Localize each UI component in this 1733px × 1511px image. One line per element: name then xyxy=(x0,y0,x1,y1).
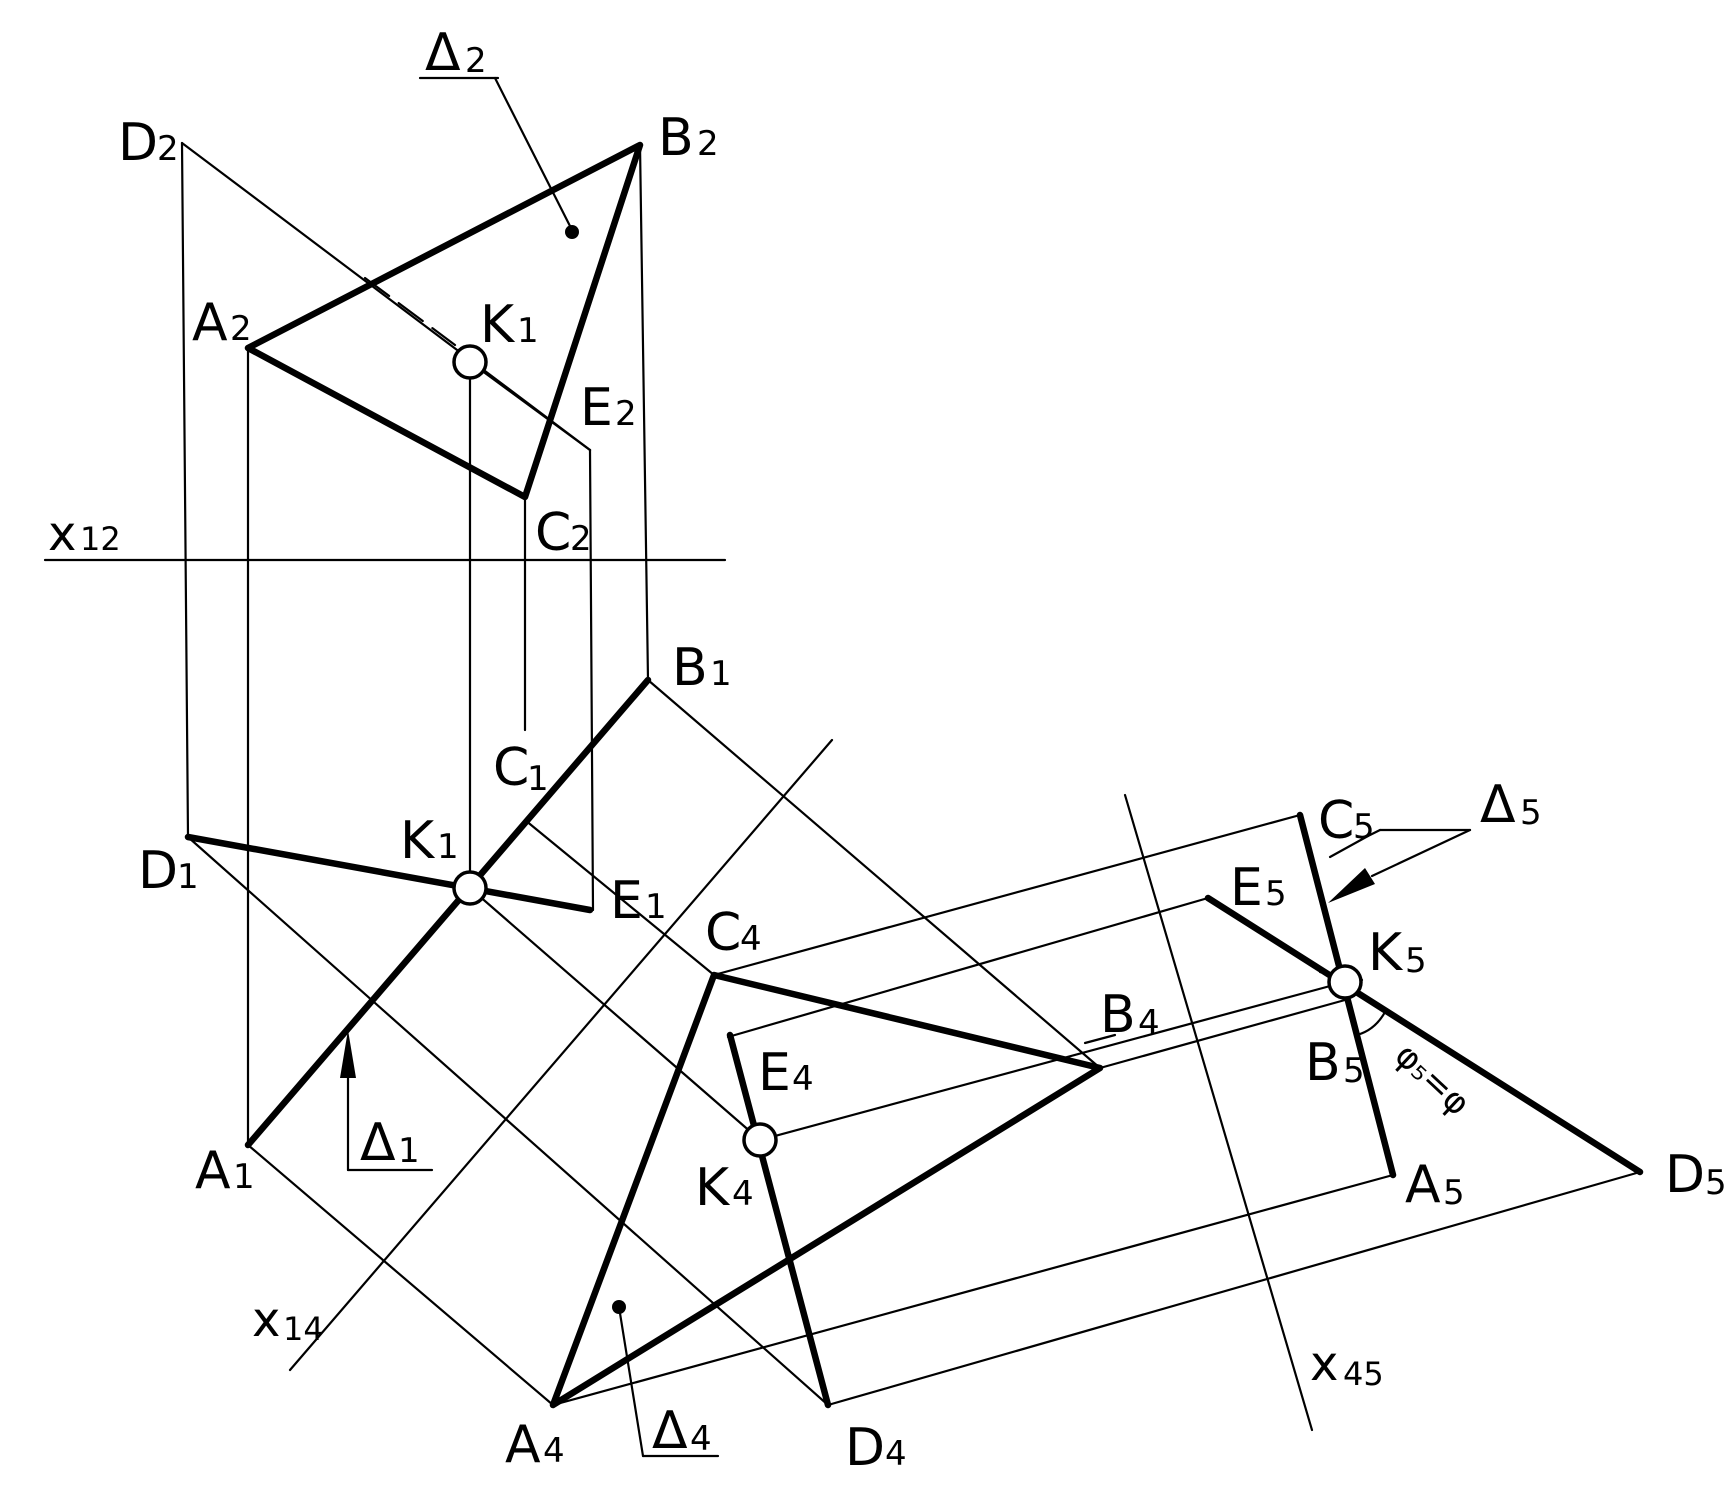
label-E5-sub: 5 xyxy=(1265,874,1287,914)
angle-label: φ₅=φ xyxy=(1387,1035,1478,1124)
label-C2-sub: 2 xyxy=(570,519,592,559)
label-D1-sub: 1 xyxy=(177,857,199,897)
label-K1: K xyxy=(400,811,436,871)
point-K4 xyxy=(742,1122,778,1158)
delta1-sub: 1 xyxy=(398,1131,420,1171)
axis-x14-sub: 14 xyxy=(283,1310,324,1348)
label-B4: B xyxy=(1100,985,1136,1045)
delta4-sub: 4 xyxy=(690,1419,712,1459)
label-A2: A xyxy=(192,293,228,353)
axis-x45 xyxy=(1123,793,1314,1432)
label-A4-sub: 4 xyxy=(543,1431,565,1471)
label-B5-sub: 5 xyxy=(1343,1051,1365,1091)
angle-arc xyxy=(1355,1010,1387,1037)
label-E1-sub: 1 xyxy=(645,887,667,927)
point-K1-front xyxy=(452,344,488,380)
point-K5 xyxy=(1327,964,1363,1000)
label-C4: C xyxy=(705,903,741,963)
label-K5-sub: 5 xyxy=(1405,941,1427,981)
axis-x14-letter: x xyxy=(252,1292,280,1348)
label-A2-sub: 2 xyxy=(230,309,252,349)
axis-x45-letter: x xyxy=(1310,1336,1338,1392)
label-K5: K xyxy=(1368,923,1404,983)
plane-marker-delta4: Δ 4 xyxy=(612,1300,720,1461)
label-E2: E xyxy=(580,378,613,438)
label-E2-sub: 2 xyxy=(615,394,637,434)
point-K1 xyxy=(452,870,488,906)
label-E1: E xyxy=(610,871,643,931)
delta2-letter: Δ xyxy=(425,23,461,83)
label-A5: A xyxy=(1405,1155,1441,1215)
projection-lines xyxy=(180,141,1642,1407)
label-B2-sub: 2 xyxy=(697,124,719,164)
label-D2-sub: 2 xyxy=(157,129,179,169)
label-D5: D xyxy=(1665,1145,1705,1205)
axis-x45-sub: 45 xyxy=(1343,1355,1384,1393)
label-K1-sub: 1 xyxy=(437,827,459,867)
label-K4: K xyxy=(695,1158,731,1218)
plane-marker-delta1: Δ 1 xyxy=(340,1030,434,1173)
label-B4-sub: 4 xyxy=(1138,1003,1160,1043)
delta4-letter: Δ xyxy=(652,1401,688,1461)
label-E4: E xyxy=(758,1043,791,1103)
axis-x14 xyxy=(288,738,834,1372)
delta5-letter: Δ xyxy=(1480,775,1516,835)
plane-marker-delta2: Δ 2 xyxy=(418,23,579,239)
axis-x12-sub: 12 xyxy=(80,520,121,558)
label-D4-sub: 4 xyxy=(885,1434,907,1474)
label-E5: E xyxy=(1230,858,1263,918)
axis-x12-letter: x xyxy=(48,506,76,562)
label-K1-front: K xyxy=(480,295,516,355)
label-C1-sub: 1 xyxy=(527,759,549,799)
label-D4: D xyxy=(845,1418,885,1478)
label-B1-sub: 1 xyxy=(710,654,732,694)
label-D5-sub: 5 xyxy=(1705,1163,1727,1203)
label-B1: B xyxy=(672,638,708,698)
delta5-sub: 5 xyxy=(1520,793,1542,833)
label-B2: B xyxy=(658,108,694,168)
label-K1-front-sub: 1 xyxy=(517,311,539,351)
label-A1: A xyxy=(195,1141,231,1201)
label-K4-sub: 4 xyxy=(732,1174,754,1214)
label-C2: C xyxy=(535,503,571,563)
object-edges xyxy=(184,141,1644,1409)
delta1-letter: Δ xyxy=(360,1113,396,1173)
label-C1: C xyxy=(493,738,529,798)
label-C4-sub: 4 xyxy=(740,919,762,959)
label-A1-sub: 1 xyxy=(233,1157,255,1197)
delta2-sub: 2 xyxy=(465,41,487,81)
plane-marker-delta5: Δ 5 xyxy=(1328,775,1542,903)
label-D1: D xyxy=(138,841,178,901)
label-A4: A xyxy=(505,1415,541,1475)
point-labels: D 2 B 2 A 2 K 1 E 2 C 2 B 1 C 1 D 1 K 1 … xyxy=(118,108,1727,1478)
label-A5-sub: 5 xyxy=(1443,1173,1465,1213)
label-C5: C xyxy=(1318,791,1354,851)
label-C5-sub: 5 xyxy=(1353,807,1375,847)
label-B5: B xyxy=(1305,1033,1341,1093)
label-E4-sub: 4 xyxy=(792,1059,814,1099)
label-D2: D xyxy=(118,113,158,173)
